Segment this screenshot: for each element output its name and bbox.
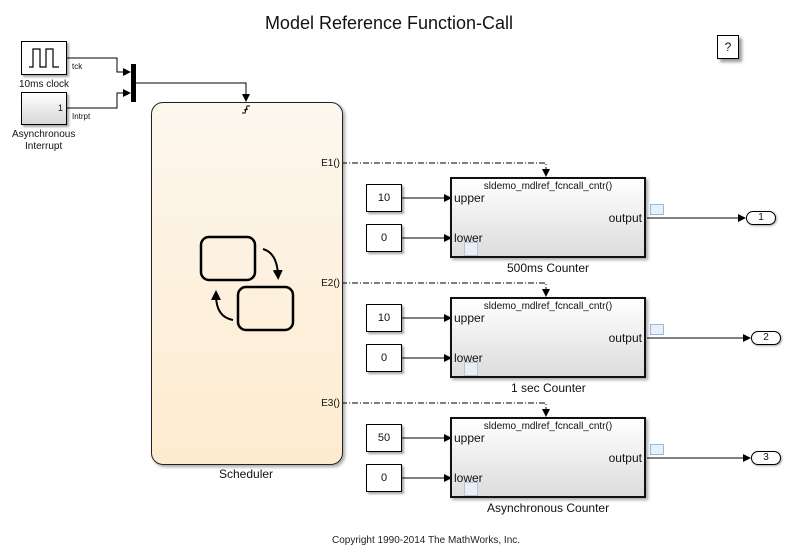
pulse-generator-label: 10ms clock [19, 79, 70, 90]
model-reference-block-1[interactable]: sldemo_mdlref_fcncall_cntr() upper lower… [450, 177, 646, 258]
model-reference-block-2[interactable]: sldemo_mdlref_fcncall_cntr() upper lower… [450, 297, 646, 378]
input-port-lower: lower [454, 351, 483, 365]
pulse-generator-icon [29, 48, 59, 68]
event-port-e3: E3() [321, 398, 340, 409]
counter-label-3: Asynchronous Counter [487, 501, 610, 515]
model-reference-icon [464, 482, 478, 496]
input-port-upper: upper [454, 431, 485, 445]
signal-label-tck: tck [72, 62, 83, 71]
wire-intrpt [67, 89, 131, 109]
interrupt-block[interactable]: 1 [21, 92, 67, 125]
constant-upper-3[interactable]: 50 [366, 424, 402, 452]
output-port-output: output [608, 331, 642, 345]
model-title: Model Reference Function-Call [264, 13, 514, 33]
output-port-output: output [608, 211, 642, 225]
constant-lower-1[interactable]: 0 [366, 224, 402, 252]
pulse-generator-block[interactable] [21, 41, 67, 75]
counter-label-2: 1 sec Counter [511, 381, 586, 395]
input-port-lower: lower [454, 471, 483, 485]
signal-indicator-icon [650, 324, 664, 335]
signal-indicator-icon [650, 444, 664, 455]
input-port-upper: upper [454, 311, 485, 325]
wire-tck [67, 57, 131, 76]
wire-mux-scheduler [136, 82, 250, 102]
outport-1[interactable]: 1 [746, 211, 776, 225]
copyright-notice: Copyright 1990-2014 The MathWorks, Inc. [331, 535, 521, 546]
output-port-output: output [608, 451, 642, 465]
model-reference-icon [464, 242, 478, 256]
interrupt-label-line1: Asynchronous [12, 129, 76, 140]
model-name: sldemo_mdlref_fcncall_cntr() [483, 181, 613, 192]
model-reference-icon [464, 362, 478, 376]
input-port-lower: lower [454, 231, 483, 245]
fcn-call-line-e1 [341, 162, 550, 177]
help-icon: ? [724, 40, 732, 54]
help-button[interactable]: ? [717, 35, 739, 59]
fcn-call-line-e2 [341, 282, 550, 297]
constant-lower-3[interactable]: 0 [366, 464, 402, 492]
scheduler-chart[interactable]: E1() E2() E3() [151, 102, 343, 465]
interrupt-port-number: 1 [57, 103, 63, 113]
constant-lower-2[interactable]: 0 [366, 344, 402, 372]
input-port-upper: upper [454, 191, 485, 205]
model-name: sldemo_mdlref_fcncall_cntr() [483, 421, 613, 432]
signal-indicator-icon [650, 204, 664, 215]
stateflow-chart-icon [199, 235, 295, 332]
constant-upper-2[interactable]: 10 [366, 304, 402, 332]
scheduler-label: Scheduler [219, 467, 274, 481]
model-name: sldemo_mdlref_fcncall_cntr() [483, 301, 613, 312]
outport-2[interactable]: 2 [751, 331, 781, 345]
counter-label-1: 500ms Counter [507, 261, 590, 275]
interrupt-label-line2: Interrupt [25, 141, 63, 152]
model-reference-block-3[interactable]: sldemo_mdlref_fcncall_cntr() upper lower… [450, 417, 646, 498]
outport-3[interactable]: 3 [751, 451, 781, 465]
mux-bar-icon[interactable] [131, 64, 136, 102]
event-port-e2: E2() [321, 278, 340, 289]
fcn-call-line-e3 [341, 402, 550, 417]
signal-label-intrpt: Intrpt [72, 112, 91, 121]
constant-upper-1[interactable]: 10 [366, 184, 402, 212]
event-port-e1: E1() [321, 158, 340, 169]
